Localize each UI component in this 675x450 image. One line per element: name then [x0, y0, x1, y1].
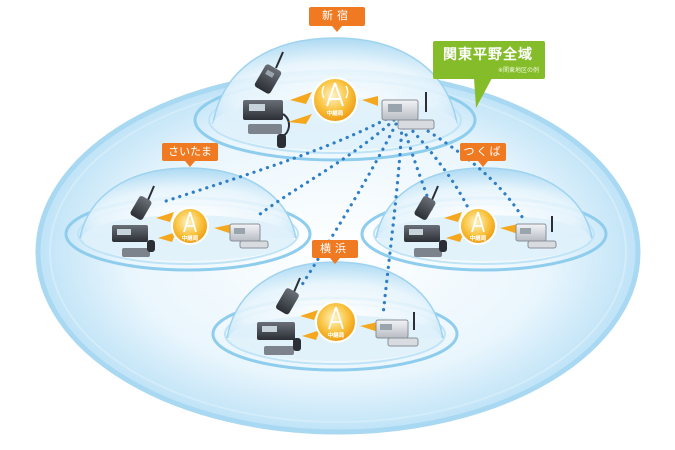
link-to-tsukuba-relay — [406, 124, 472, 214]
vehicle-radio-icon — [257, 322, 301, 355]
relay-label-saitama: 中継局 — [182, 234, 199, 242]
dispatch-console-icon — [381, 92, 435, 130]
relay-station-icon: 中継局 — [171, 207, 209, 245]
area-label-saitama: さいたま — [162, 143, 218, 167]
area-label-tsukuba: つくば — [460, 143, 506, 167]
link-to-yokohama-radio — [298, 122, 398, 290]
link-to-tsukuba-console — [408, 118, 526, 222]
dispatch-console-icon — [515, 216, 557, 249]
area-label-shinjuku: 新宿 — [309, 7, 365, 32]
transmit-arrows — [444, 212, 518, 242]
dispatch-console-icon — [375, 312, 419, 347]
handheld-radio-icon — [276, 277, 301, 315]
station-shinjuku: 中継局 — [243, 51, 435, 148]
region-note: ※関東地区の例 — [497, 67, 539, 74]
vehicle-radio-icon — [404, 225, 447, 257]
station-tsukuba: 中継局 — [404, 185, 557, 257]
station-saitama: 中継局 — [112, 185, 269, 257]
link-to-saitama-relay — [253, 118, 396, 220]
relay-label-tsukuba: 中継局 — [470, 234, 487, 242]
transmit-arrows — [156, 212, 232, 242]
handheld-radio-icon — [414, 185, 439, 220]
station-yokohama: 中継局 — [257, 277, 419, 355]
region-callout-pointer — [474, 78, 492, 108]
link-to-saitama-radio — [158, 114, 394, 205]
handheld-radio-icon — [130, 185, 155, 220]
relay-label-yokohama: 中継局 — [328, 331, 345, 339]
area-label-yokohama: 横浜 — [312, 240, 358, 264]
handheld-radio-icon — [254, 51, 284, 94]
transmit-arrows — [300, 310, 378, 340]
relay-label-shinjuku: 中継局 — [327, 109, 344, 117]
vehicle-radio-icon — [243, 100, 290, 148]
dispatch-console-icon — [229, 223, 269, 249]
vehicle-radio-icon — [112, 225, 155, 257]
relay-station-icon: 中継局 — [312, 77, 358, 123]
relay-station-icon: 中継局 — [459, 207, 497, 245]
transmit-arrows — [288, 92, 378, 124]
region-label: 関東平野全域 ※関東地区の例 — [433, 41, 545, 79]
region-title: 関東平野全域 — [443, 47, 533, 63]
link-to-yokohama-console — [381, 124, 404, 317]
relay-station-icon: 中継局 — [315, 301, 357, 343]
